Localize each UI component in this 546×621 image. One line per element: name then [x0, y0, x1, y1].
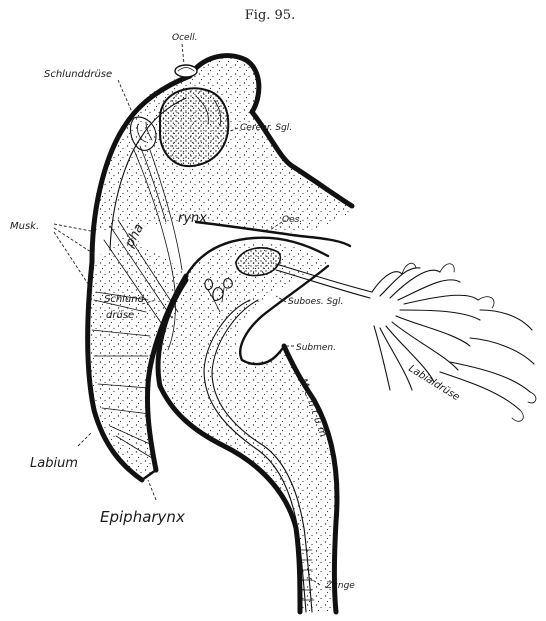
label-schlunddruse-upper: Schlunddrüse: [44, 69, 112, 80]
label-zunge: Zunge: [325, 581, 355, 591]
cerebral-ganglion: [160, 88, 228, 166]
label-labialdruse: Labialdrüse: [406, 363, 461, 403]
label-labium: Labium: [30, 456, 78, 471]
label-ocell: Ocell.: [172, 33, 197, 43]
label-pharynx-rynx: rynx: [178, 211, 207, 226]
figure-title: Fig. 95.: [245, 8, 295, 23]
label-epipharynx: Epipharynx: [100, 508, 185, 526]
label-druse: drüse: [106, 310, 134, 321]
label-musk: Musk.: [10, 221, 39, 232]
label-submentum: Submen.: [296, 343, 336, 353]
ocellus: [175, 65, 197, 77]
label-oesophagus: Oes.: [282, 215, 302, 225]
label-suboesophageal-ganglion: Suboes. Sgl.: [288, 297, 343, 307]
label-schlund: Schlund: [104, 294, 145, 305]
label-cerebral-ganglion: Cerebr. Sgl.: [240, 123, 292, 133]
